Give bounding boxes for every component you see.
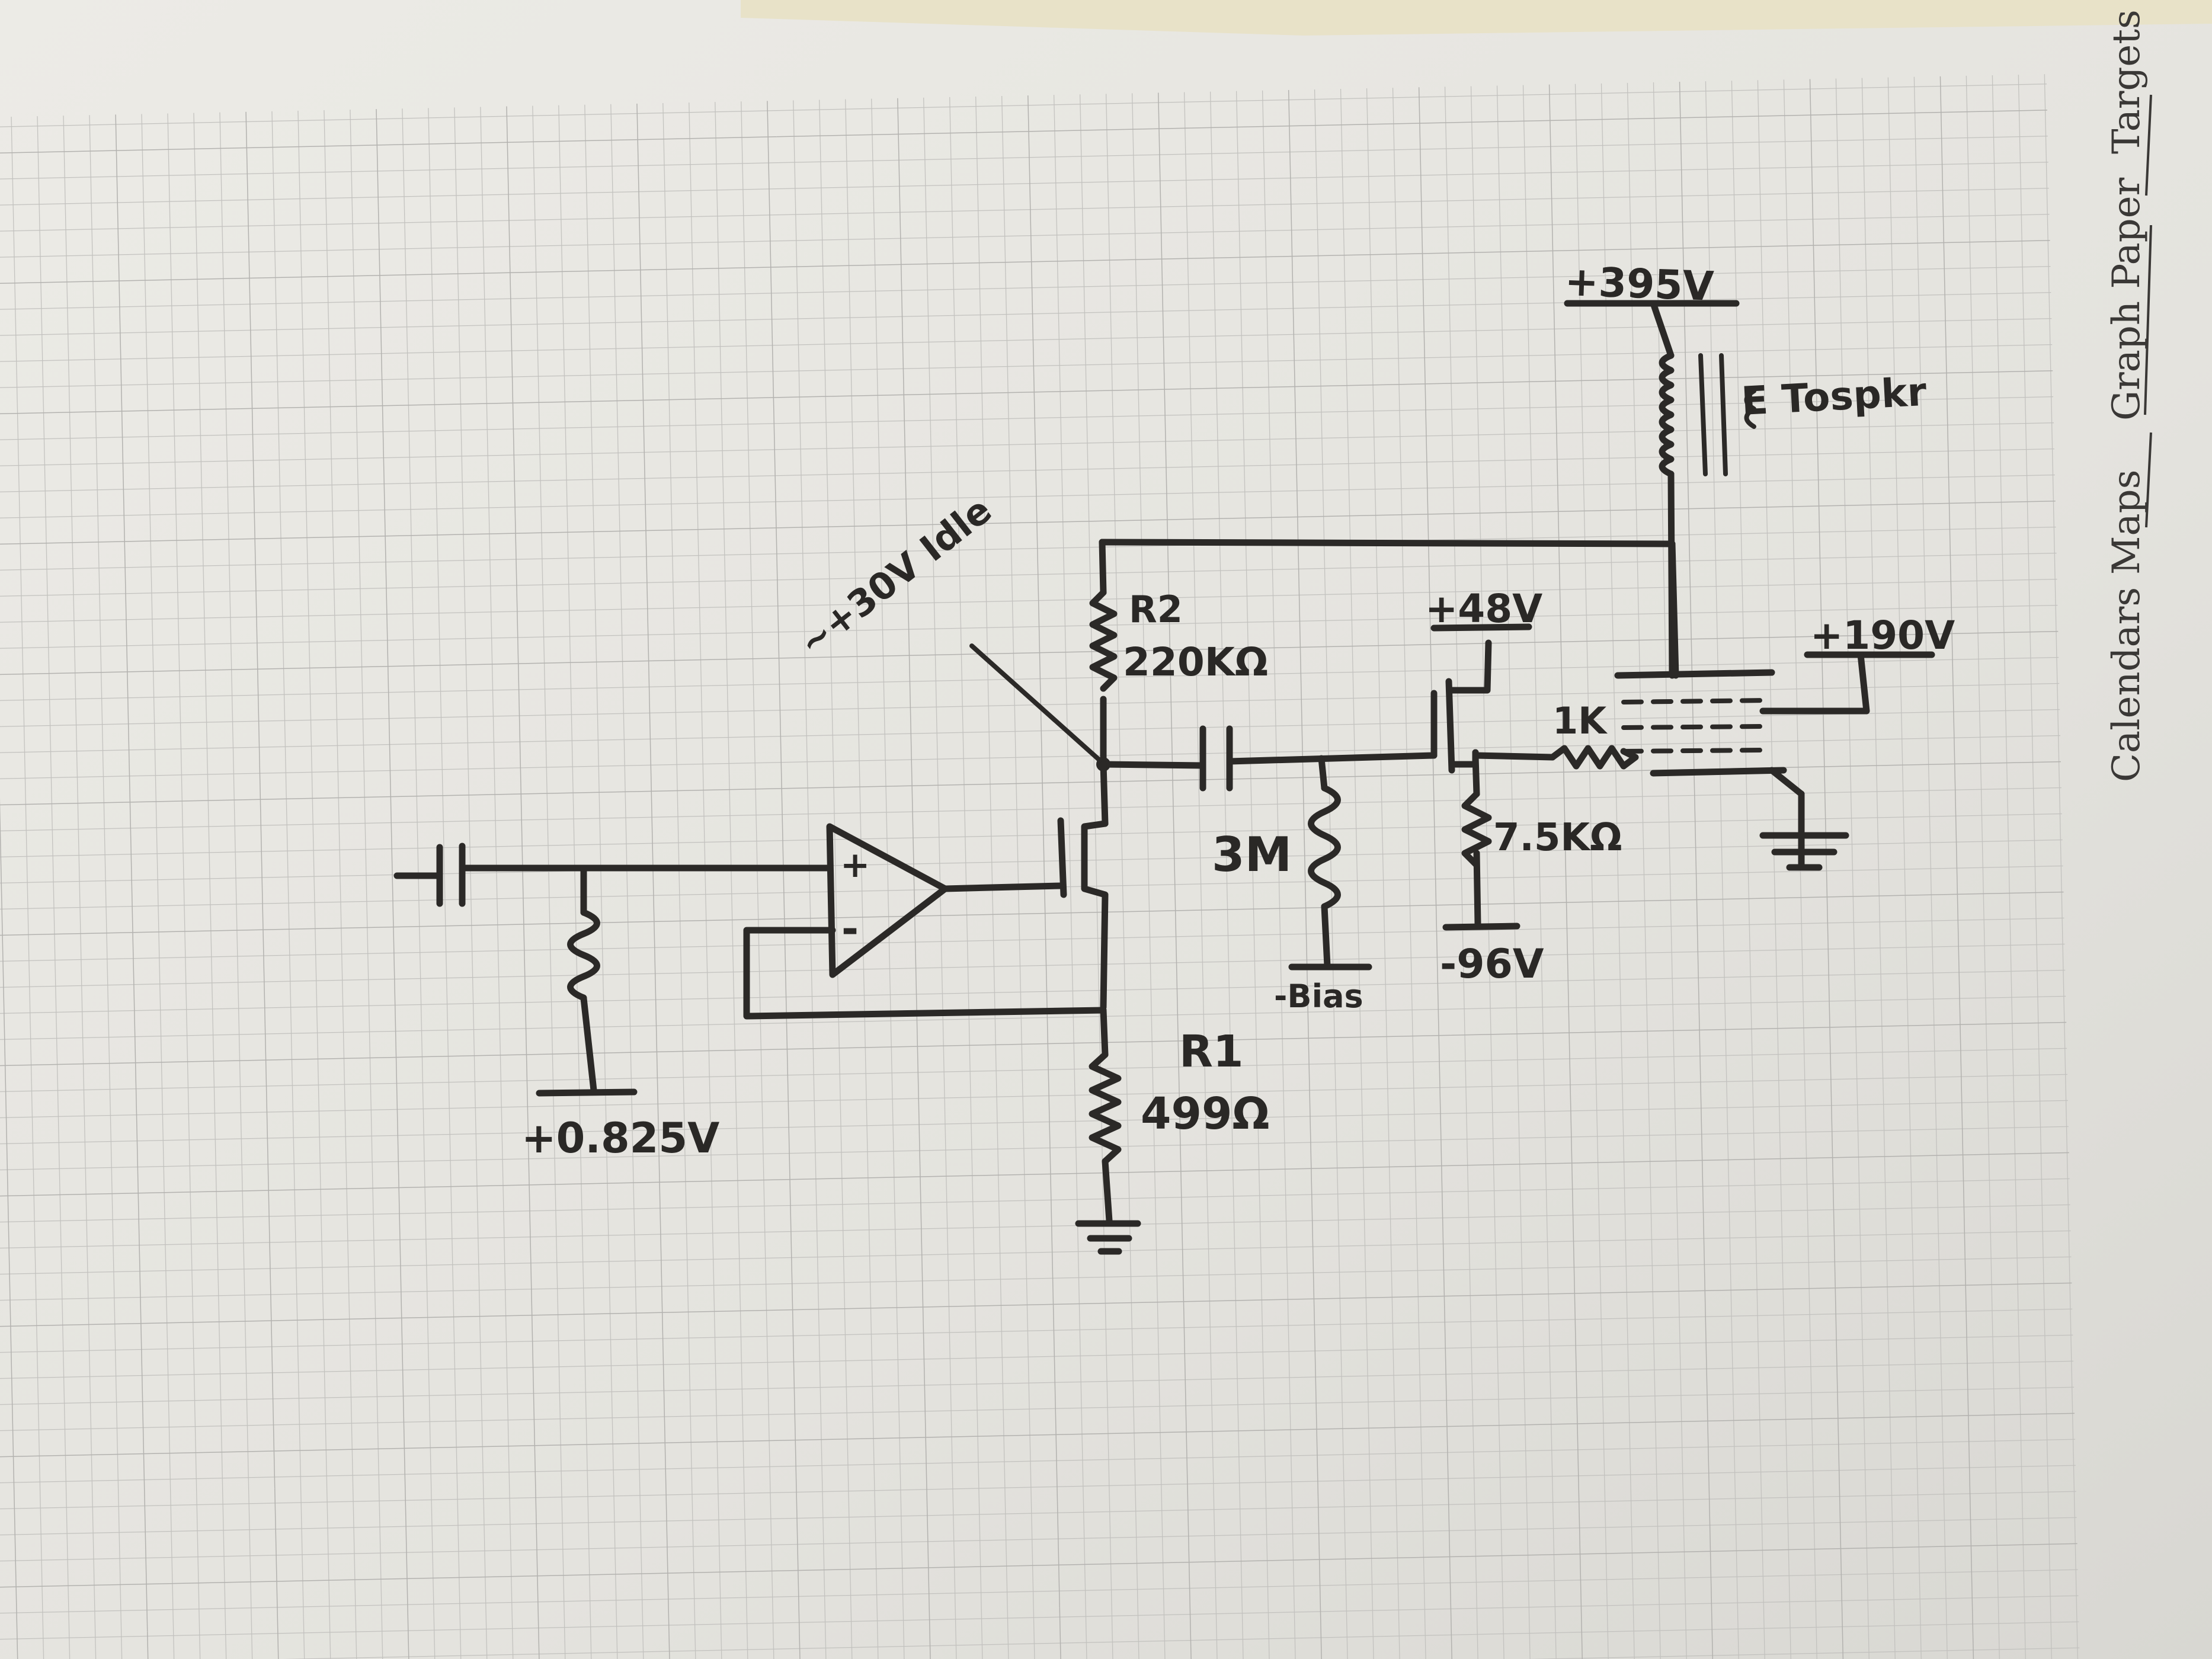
label-r-1k: 1K [1552,699,1608,742]
opamp-minus-label: - [841,905,859,953]
label-r-7k5: 7.5KΩ [1493,816,1622,860]
label-to-speaker: E Tospkr [1740,369,1928,424]
grid [0,74,2081,1659]
transformer-secondary [1744,389,1756,429]
resistor-r1 [1089,1051,1122,1165]
label-r2-value: 220KΩ [1123,639,1268,685]
label-input-bias: +0.825V [521,1114,719,1162]
idle-pointer [969,643,1103,764]
input-bias-resistor [567,909,600,1001]
transformer-core-2 [1719,353,1728,476]
transformer-primary-coil [1659,352,1675,478]
tube-ground-symbol [1759,790,1849,871]
opamp [826,823,1017,978]
label-supply-48: +48V [1425,586,1542,632]
side-link-targets[interactable]: Targets [2105,9,2149,154]
paper-top-edge [741,0,2212,36]
resistor-3m [1308,784,1341,910]
resistor-7k5 [1461,790,1492,869]
label-r1-name: R1 [1179,1026,1243,1077]
opamp-plus-label: + [840,844,870,886]
label-supply-395: +395V [1564,258,1715,310]
label-r-3m: 3M [1212,827,1292,882]
resistor-1k [1549,745,1639,770]
label-supply-190: +190V [1810,613,1955,658]
transformer-core-1 [1698,353,1708,476]
ground-symbol [1075,1220,1141,1255]
feedback-loop [743,927,1107,1020]
schematic: + - [393,300,1935,1255]
resistor-r2 [1089,589,1118,692]
side-link-maps[interactable]: Maps [2105,470,2149,575]
side-link-calendars[interactable]: Calendars [2105,587,2149,782]
side-link-graph-paper[interactable]: Graph Paper [2105,177,2149,421]
side-links: Targets Graph Paper Maps Calendars [2105,9,2149,782]
label-r1-value: 499Ω [1141,1088,1269,1139]
plate-wire [1099,539,1676,547]
label-neg-bias: -Bias [1274,978,1363,1015]
mosfet-current-sink [1010,761,1109,1011]
label-r2-name: R2 [1129,588,1183,631]
label-neg-96: -96V [1440,941,1544,988]
side-link-underlines [2144,94,2152,528]
